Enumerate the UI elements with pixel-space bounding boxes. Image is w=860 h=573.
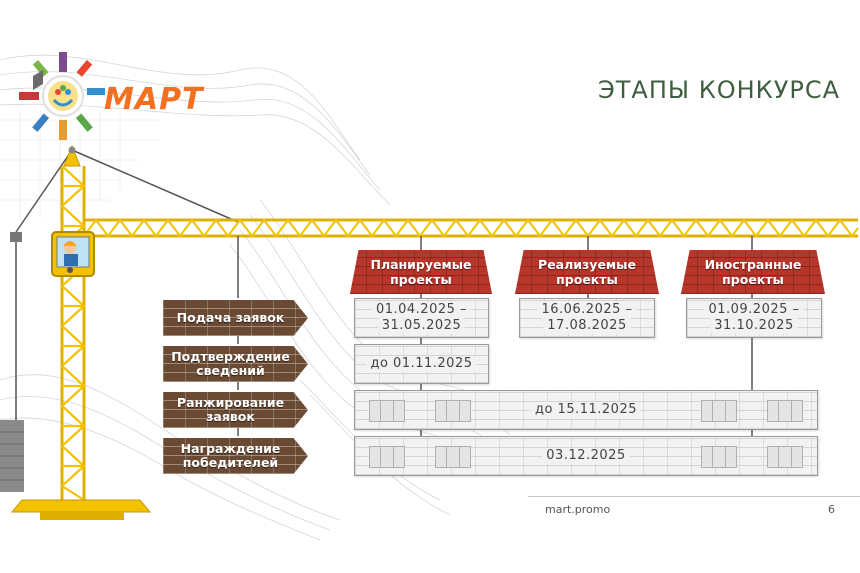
date-text: 01.04.2025 –: [371, 302, 472, 318]
stage-ranking: Ранжирование заявок: [163, 392, 308, 428]
date-box-confirmation: до 01.11.2025: [354, 344, 489, 384]
footer-url: mart.promo: [545, 503, 611, 516]
stage-awarding: Награждение победителей: [163, 438, 308, 474]
window-decoration: [701, 446, 737, 468]
date-text: до 01.11.2025: [366, 356, 477, 372]
date-box-ranking: до 15.11.2025: [354, 390, 818, 430]
stage-submission: Подача заявок: [163, 300, 308, 336]
page-number: 6: [828, 503, 835, 516]
date-text: 16.06.2025 –: [537, 302, 637, 318]
window-decoration: [435, 400, 471, 422]
window-decoration: [767, 446, 803, 468]
slide-title: ЭТАПЫ КОНКУРСА: [598, 76, 840, 104]
column-header-foreign: Иностранные проекты: [681, 250, 825, 294]
stage-confirmation: Подтверждение сведений: [163, 346, 308, 382]
column-header-implemented: Реализуемые проекты: [515, 250, 659, 294]
date-text: 31.10.2025: [710, 318, 798, 334]
column-header-planned: Планируемые проекты: [350, 250, 492, 294]
date-text: 01.09.2025 –: [704, 302, 804, 318]
date-box-awarding: 03.12.2025: [354, 436, 818, 476]
date-text: 31.05.2025: [377, 318, 466, 334]
date-text: 03.12.2025: [542, 448, 630, 464]
date-box-submission-foreign: 01.09.2025 – 31.10.2025: [686, 298, 822, 338]
window-decoration: [369, 400, 405, 422]
logo-text: МАРТ: [104, 82, 204, 117]
date-box-submission-implemented: 16.06.2025 – 17.08.2025: [519, 298, 655, 338]
footer-divider: [528, 496, 860, 497]
date-text: 17.08.2025: [543, 318, 631, 334]
date-text: до 15.11.2025: [530, 402, 641, 418]
date-box-submission-planned: 01.04.2025 – 31.05.2025: [354, 298, 489, 338]
mart-logo-icon: [19, 52, 105, 140]
window-decoration: [435, 446, 471, 468]
window-decoration: [767, 400, 803, 422]
window-decoration: [701, 400, 737, 422]
window-decoration: [369, 446, 405, 468]
